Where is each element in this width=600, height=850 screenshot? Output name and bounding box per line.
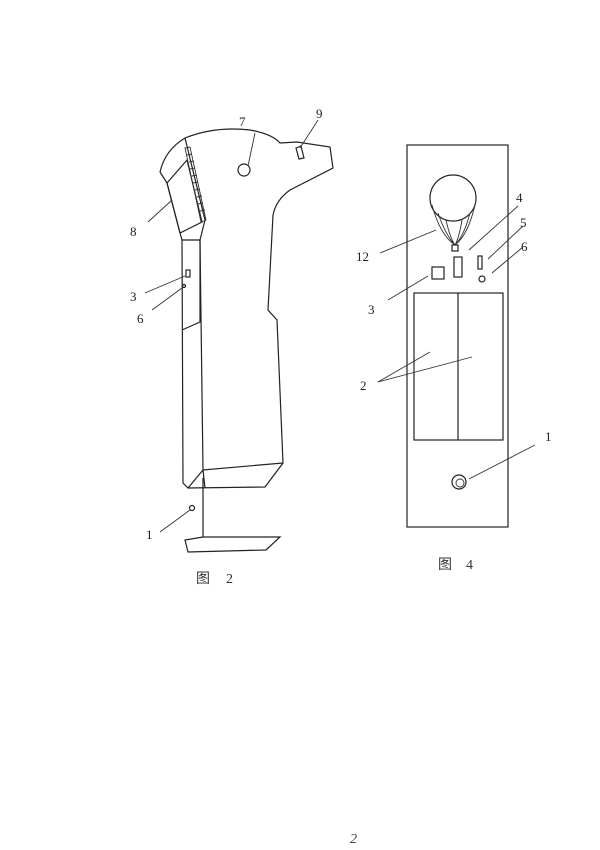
component-5-part (477, 255, 483, 270)
label-7: 7 (239, 114, 246, 129)
leader-1 (468, 444, 536, 480)
component-6-part (478, 275, 486, 283)
label-6: 6 (521, 239, 528, 254)
device-front-right-edge (181, 137, 206, 331)
leader-1 (159, 509, 191, 533)
leader-2a (377, 351, 431, 383)
component-3-window (185, 269, 191, 278)
component-1-switch (451, 474, 467, 490)
leader-4 (468, 205, 519, 251)
label-3: 3 (368, 302, 375, 317)
figure-4-caption-number: 4 (466, 558, 473, 573)
component-9-slot (295, 145, 305, 160)
leader-3 (144, 275, 186, 294)
page-number: 2 (350, 832, 357, 847)
leader-2b (377, 356, 473, 383)
label-1: 1 (545, 429, 552, 444)
label-8: 8 (130, 224, 137, 239)
component-3-part (431, 266, 445, 280)
label-6: 6 (137, 311, 144, 326)
leader-9 (299, 119, 319, 149)
label-5: 5 (520, 215, 527, 230)
leader-6 (491, 246, 524, 274)
figure-2-caption-prefix: 图 (196, 572, 210, 587)
component-12-bulb (429, 174, 477, 222)
label-3: 3 (130, 289, 137, 304)
leader-8 (147, 199, 173, 223)
figure-2-device-perspective: 7 9 8 3 6 1 图 2 (130, 106, 334, 587)
device-body-outline (159, 128, 334, 489)
component-6-dot (181, 283, 187, 289)
leader-7 (247, 132, 256, 167)
figure-4-caption-prefix: 图 (438, 558, 452, 573)
component-7-button (237, 163, 251, 177)
device-bottom-face (187, 469, 206, 489)
component-4-part (453, 256, 463, 278)
label-12: 12 (356, 249, 369, 264)
leader-5 (487, 225, 524, 260)
label-2: 2 (360, 378, 367, 393)
display-screen (166, 158, 203, 234)
label-4: 4 (516, 190, 523, 205)
component-1-switch (188, 504, 196, 512)
bulb-reflector-wires (431, 204, 476, 246)
housing-outline (406, 144, 509, 528)
leader-6 (151, 287, 183, 311)
bulb-base (451, 244, 459, 252)
device-base (184, 478, 282, 553)
leader-12 (379, 229, 437, 254)
label-9: 9 (316, 106, 323, 121)
figure-4-internal-layout: 4 5 6 12 3 2 1 图 4 (356, 144, 552, 573)
label-1: 1 (146, 527, 153, 542)
leader-3 (387, 275, 429, 301)
figure-2-caption-number: 2 (226, 572, 233, 587)
scale-strip (184, 146, 207, 223)
switch-inner-ring (455, 478, 465, 488)
